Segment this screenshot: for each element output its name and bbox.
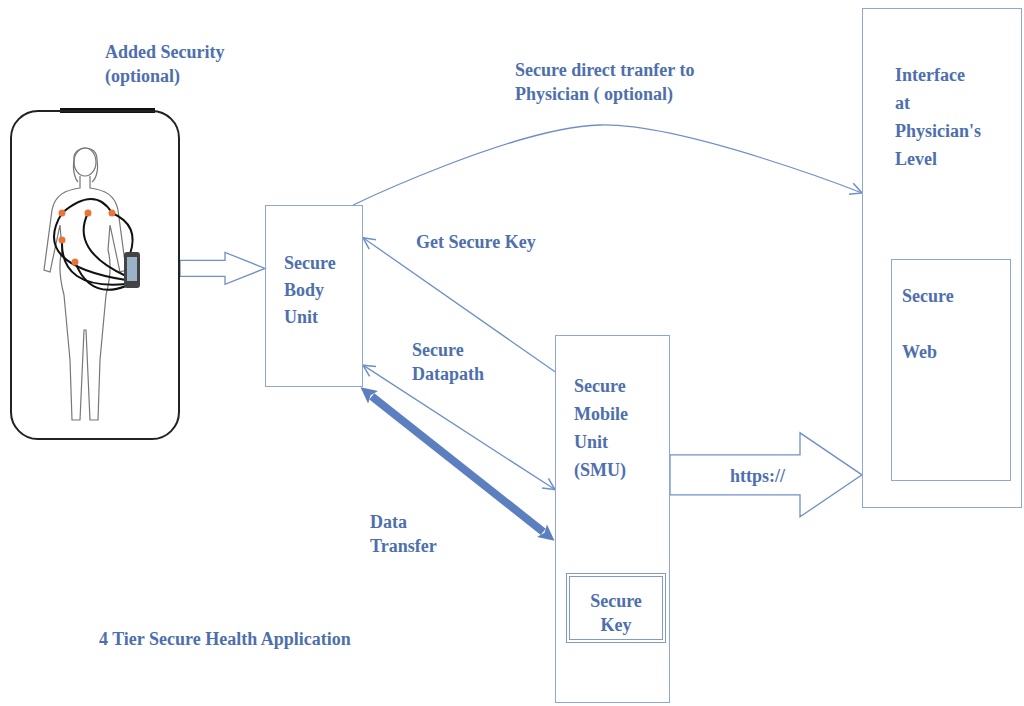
edge-label: https://: [728, 464, 787, 488]
edge-label: Data Transfer: [368, 510, 439, 558]
arrow-line: [363, 238, 555, 372]
figure-head: [74, 148, 96, 176]
web-box: Secure Web: [891, 259, 1011, 481]
sensor-wires: [54, 199, 133, 290]
small-phone-screen: [127, 257, 137, 281]
block-arrow: [670, 433, 862, 517]
edge-label: Secure Datapath: [410, 338, 486, 386]
figure-hair: [73, 148, 97, 182]
process-box: Secure Body Unit: [265, 205, 363, 387]
heading-text: Added Security (optional): [105, 40, 240, 88]
process-box: Secure Mobile Unit (SMU) Secure Key: [555, 335, 670, 703]
node-text: Interface at Physician's Level: [895, 61, 981, 173]
thick-double-arrow: [372, 396, 543, 531]
figure-body: [44, 176, 126, 420]
caption-label: 4 Tier Secure Health Application: [97, 627, 353, 651]
block-arrow: [180, 252, 265, 284]
small-phone: [124, 252, 140, 288]
curved-arrow: [353, 125, 862, 205]
edge-label: Get Secure Key: [414, 230, 538, 254]
key-box: Secure Key: [566, 573, 666, 643]
arrow-line: [363, 365, 555, 489]
node-text: Secure Key: [574, 589, 658, 637]
edge-label: Secure direct tranfer to Physician ( opt…: [513, 58, 727, 106]
interface-box: Interface at Physician's LevelSecure Web: [862, 8, 1022, 508]
sensor-dots: [59, 210, 116, 266]
phone-frame: Added Security (optional): [10, 110, 180, 440]
node-text: Secure Web: [902, 268, 954, 380]
node-text: Secure Mobile Unit (SMU): [574, 372, 628, 484]
node-text: Secure Body Unit: [284, 250, 336, 331]
